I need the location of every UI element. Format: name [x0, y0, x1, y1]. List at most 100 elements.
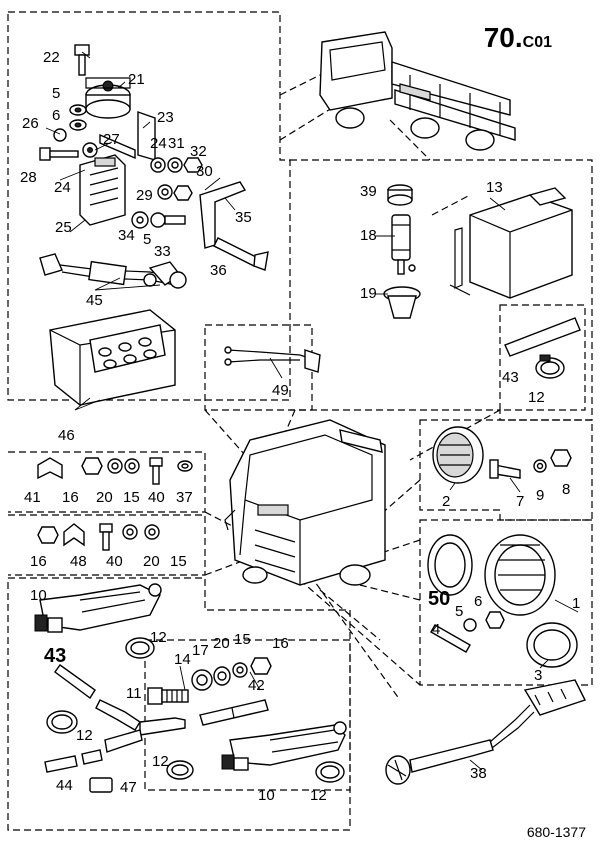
connector-11 [95, 699, 186, 753]
part-47 [89, 777, 113, 793]
label-5c: 5 [455, 603, 463, 620]
clamp-12-mid [166, 760, 194, 780]
label-42: 42 [248, 677, 265, 694]
headlamp-icon [432, 426, 572, 484]
washer-icon [69, 104, 87, 131]
label-8: 8 [562, 481, 570, 498]
label-28: 28 [20, 169, 37, 186]
filter-18 [391, 214, 416, 275]
bolt-icon [74, 44, 90, 76]
label-20: 20 [96, 489, 113, 506]
clamp-12-upper [125, 637, 155, 659]
sheet-title-suffix: C01 [522, 34, 552, 51]
label-47: 47 [120, 779, 137, 796]
label-22: 22 [43, 49, 60, 66]
hose-42 [199, 699, 269, 726]
label-leaders [45, 51, 579, 771]
boundary-hose-detail [144, 639, 351, 791]
label-11: 11 [126, 685, 142, 702]
hose-43 [54, 664, 96, 700]
clamp-12-left [46, 710, 78, 734]
label-33: 33 [154, 243, 171, 260]
label-4: 4 [432, 621, 440, 638]
label-15b: 15 [170, 553, 187, 570]
label-16b: 16 [30, 553, 47, 570]
label-38: 38 [470, 765, 487, 782]
label-29: 29 [136, 187, 153, 204]
filler-cap-39 [387, 184, 413, 206]
label-30: 30 [196, 163, 213, 180]
boundary-clamp-43 [499, 304, 586, 411]
label-39: 39 [360, 183, 377, 200]
label-3: 3 [534, 667, 542, 684]
washer-pump-10-lower [221, 721, 347, 771]
label-9: 9 [536, 487, 544, 504]
label-43: 43 [502, 369, 519, 386]
bolt-36 [213, 237, 269, 271]
label-49: 49 [272, 382, 289, 399]
label-36: 36 [210, 262, 227, 279]
label-40b: 40 [106, 553, 123, 570]
label-19: 19 [360, 285, 377, 302]
relay-box-25 [79, 154, 126, 226]
bolt-26-28 [39, 128, 98, 161]
label-48: 48 [70, 553, 87, 570]
sheet-title-main: 70. [483, 22, 523, 53]
battery-icon [49, 309, 176, 406]
bracket-23 [99, 111, 156, 161]
label-12c: 12 [76, 727, 93, 744]
hardware-row-upper [37, 457, 193, 485]
label-12b: 12 [150, 629, 167, 646]
label-40: 40 [148, 489, 165, 506]
boundary-hardware-upper [8, 451, 206, 513]
reference-lines [204, 74, 501, 701]
label-26: 26 [22, 115, 39, 132]
boundary-washer-group [7, 577, 351, 831]
group-boundaries [7, 11, 593, 831]
label-41: 41 [24, 489, 41, 506]
label-34: 34 [118, 227, 135, 244]
clamp-icon [504, 317, 581, 379]
hardware-row-lower [37, 523, 160, 551]
label-20b: 20 [143, 553, 160, 570]
label-27: 27 [103, 131, 120, 148]
tank-icon [449, 187, 573, 299]
label-16c: 16 [272, 635, 289, 652]
label-21: 21 [128, 71, 145, 88]
label-50: 50 [428, 588, 450, 610]
label-14: 14 [174, 651, 191, 668]
part-labels: 22 21 5 6 23 26 27 24 31 32 28 24 29 30 … [20, 49, 580, 804]
label-43b: 43 [44, 645, 66, 667]
fitting-21 [85, 77, 131, 119]
label-12: 12 [528, 389, 545, 406]
label-6b: 6 [474, 593, 482, 610]
label-25: 25 [55, 219, 72, 236]
label-10: 10 [30, 587, 47, 604]
label-35: 35 [235, 209, 252, 226]
label-13: 13 [486, 179, 503, 196]
label-31: 31 [168, 135, 185, 152]
label-7: 7 [516, 493, 524, 510]
label-23: 23 [157, 109, 174, 126]
sheet-title: 70.C01 [484, 22, 552, 54]
truck-chassis-icon [319, 31, 516, 151]
label-17: 17 [192, 642, 209, 659]
cable-49 [224, 346, 321, 373]
label-12e: 12 [310, 787, 327, 804]
label-15: 15 [123, 489, 140, 506]
boundary-headlamp-lower [419, 519, 593, 686]
label-37: 37 [176, 489, 193, 506]
label-15c: 15 [234, 631, 251, 648]
connector-icon [385, 679, 586, 785]
label-45: 45 [86, 292, 103, 309]
clamp-12-right [315, 761, 345, 783]
battery-cable-45 [39, 253, 187, 289]
label-2: 2 [442, 493, 450, 510]
truck-cab-icon [224, 419, 386, 586]
label-5b: 5 [143, 231, 151, 248]
label-12d: 12 [152, 753, 169, 770]
label-20c: 20 [213, 635, 230, 652]
washer-set-24-32 [131, 157, 203, 229]
label-32: 32 [190, 143, 207, 160]
label-24b: 24 [54, 179, 71, 196]
